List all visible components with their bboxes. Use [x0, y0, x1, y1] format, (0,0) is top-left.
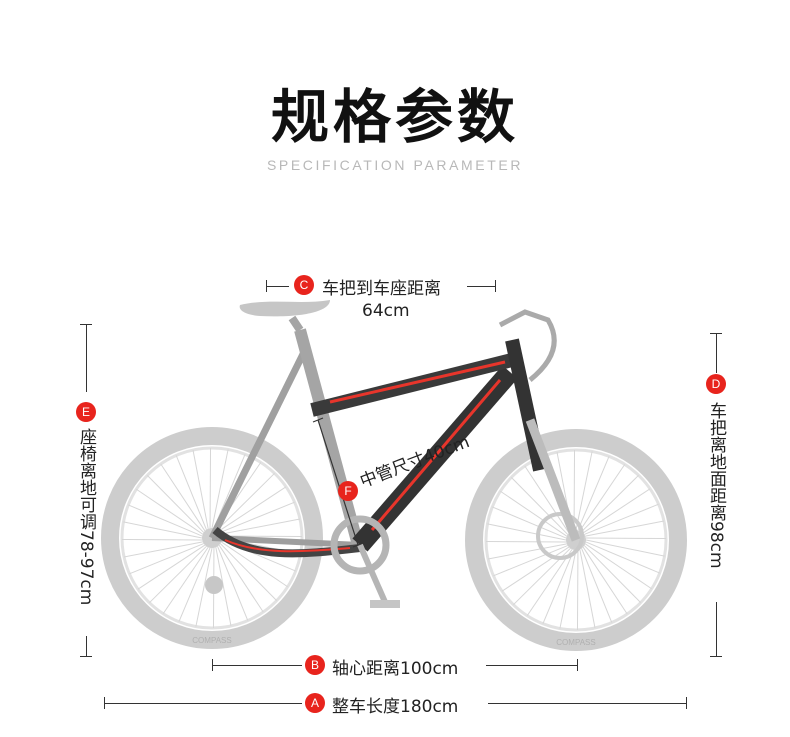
front-tire-text: COMPASS [556, 638, 595, 647]
spoke [220, 541, 288, 588]
value-c: 64cm [362, 301, 410, 321]
spoke [492, 506, 567, 539]
badge-f: F [338, 481, 358, 501]
spoke [585, 539, 665, 557]
badge-e: E [76, 402, 96, 422]
value-b: 100cm [400, 659, 459, 679]
spoke [510, 477, 569, 535]
value-a: 180cm [400, 697, 459, 717]
page-subtitle: SPECIFICATION PARAMETER [266, 157, 524, 173]
spoke [585, 541, 660, 574]
spoke [123, 521, 203, 539]
spoke [526, 548, 573, 616]
spoke [218, 544, 264, 613]
spoke [581, 548, 613, 623]
spoke [217, 472, 275, 531]
spoke [500, 490, 568, 537]
spoke [136, 488, 204, 535]
value-e: 78-97cm [76, 530, 96, 606]
badge-a: A [305, 693, 325, 713]
spoke [160, 463, 206, 532]
label-d-text: 车把离地面距离 [706, 402, 726, 521]
spoke [211, 449, 229, 529]
spoke [524, 465, 570, 534]
badge-c: C [294, 275, 314, 295]
spoke [501, 546, 570, 592]
spoke [195, 547, 213, 627]
page-title: 规格参数 [270, 83, 519, 151]
spoke [577, 456, 610, 531]
spoke [129, 543, 204, 575]
label-a: 整车长度180cm [332, 692, 458, 717]
spoke [493, 545, 568, 577]
bike-frame [205, 300, 581, 608]
label-b: 轴心距离100cm [332, 654, 458, 679]
value-d: 98cm [706, 521, 726, 569]
spoke [581, 474, 639, 533]
spoke [583, 545, 642, 603]
spoke [218, 486, 287, 532]
label-e-text: 座椅离地可调 [76, 428, 96, 530]
front-wheel: COMPASS [465, 429, 687, 651]
spoke [220, 501, 295, 533]
spoke [575, 451, 593, 531]
spoke [128, 504, 203, 537]
spoke [215, 547, 232, 627]
spoke [584, 503, 659, 535]
spoke [217, 546, 249, 621]
label-b-text: 轴心距离 [332, 659, 400, 679]
spoke [192, 449, 209, 529]
spoke [584, 543, 652, 590]
rear-tire-text: COMPASS [192, 636, 231, 645]
spoke [123, 541, 203, 558]
spoke [487, 523, 567, 541]
rear-wheel: COMPASS [101, 427, 323, 649]
spoke [542, 549, 575, 624]
badge-b: B [305, 655, 325, 675]
label-e: 座椅离地可调78-97cm [76, 428, 96, 605]
spoke [178, 547, 211, 622]
spoke [162, 546, 209, 614]
label-d: 车把离地面距离98cm [706, 402, 726, 569]
spoke [219, 543, 278, 601]
spoke [149, 545, 207, 604]
spoke [559, 549, 577, 629]
badge-d: D [706, 374, 726, 394]
spoke [487, 543, 567, 560]
spoke [582, 546, 628, 615]
spoke [579, 549, 596, 629]
spoke [137, 544, 206, 590]
spoke [582, 488, 651, 534]
spoke [579, 464, 626, 532]
spoke [221, 518, 301, 535]
spoke [146, 475, 205, 533]
label-a-text: 整车长度 [332, 697, 400, 717]
label-c: 车把到车座距离 [322, 279, 441, 299]
spoke [585, 520, 665, 537]
spoke [175, 455, 207, 530]
